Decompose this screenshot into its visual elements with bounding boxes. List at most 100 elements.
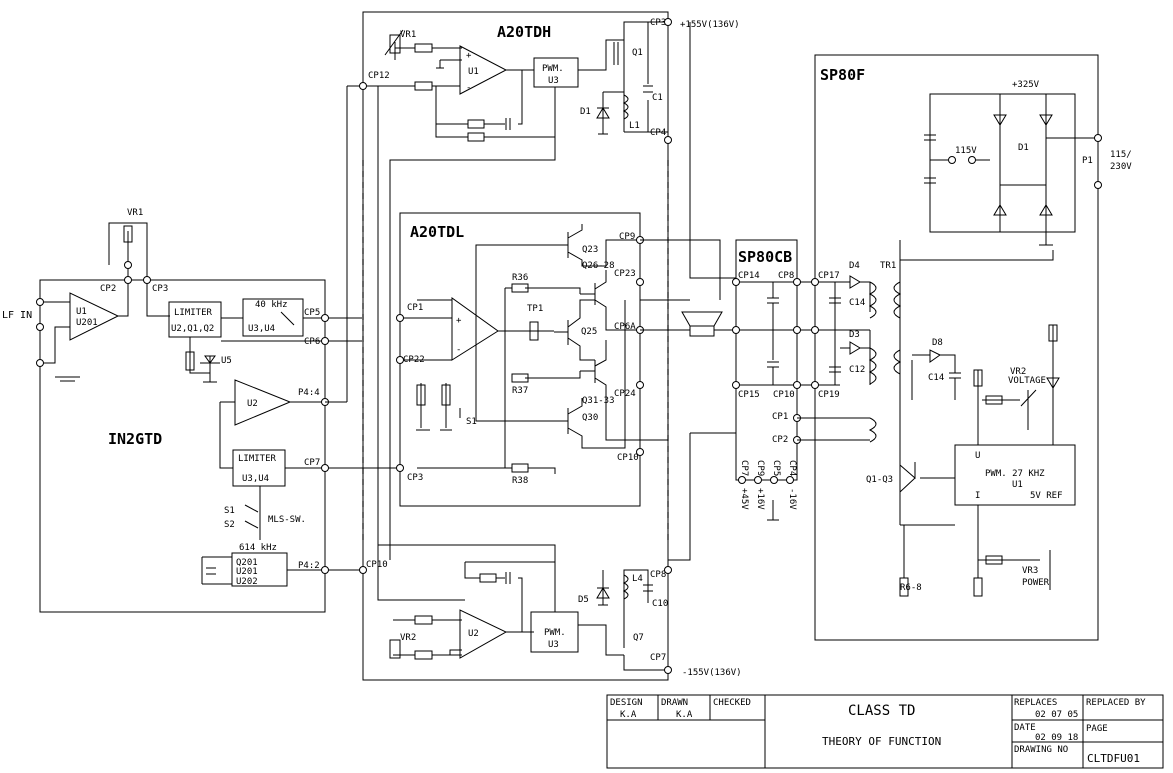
limiter-1-parts: U2,Q1,Q2: [171, 324, 214, 334]
in2gtd-block: IN2GTD LF IN U1 U201 VR1 CP2 CP3 LIMITER…: [2, 208, 400, 613]
sp80f-cp17-terminal: [811, 278, 819, 286]
sp80cb-label: SP80CB: [738, 248, 792, 266]
replaces-header: REPLACES: [1014, 698, 1057, 708]
in2gtd-u1-sub-label: U201: [76, 318, 98, 328]
page-header: PAGE: [1086, 724, 1108, 734]
sp80cb-pin-0-v: +45V: [739, 488, 749, 510]
cp2-node: [124, 276, 132, 284]
lower-feedback-resistor: [479, 573, 497, 583]
a20tdl-input-wiring: [399, 299, 461, 431]
lower-vr2-resistor: [414, 650, 433, 660]
a20tdh-q1-label: Q1: [632, 48, 643, 58]
sp80cb-cp10-terminal: [793, 381, 801, 389]
in2gtd-vr1-label: VR1: [127, 208, 143, 218]
a20tdl-cp23-terminal: [636, 278, 644, 286]
a20tdl-input-resistor-2: [441, 384, 451, 406]
lower-cp8-label: CP8: [650, 570, 666, 580]
a20tdh-c1-cap: [643, 85, 653, 93]
sp80f-q1q3-label: Q1-Q3: [866, 475, 893, 485]
in2gtd-p4-2-label: P4:2: [298, 561, 320, 571]
sp80f-cp17-label: CP17: [818, 271, 840, 281]
sp80f-node: [811, 326, 819, 334]
sp80cb-cp10-label: CP10: [773, 390, 795, 400]
lower-vr2-label: VR2: [400, 633, 416, 643]
drawing-subtitle: THEORY OF FUNCTION: [822, 735, 941, 748]
sp80cb-ground: [767, 500, 779, 521]
title-block-grid: [607, 695, 1163, 768]
minus-sign: -: [456, 345, 461, 355]
date-value: 02 09 18: [1035, 733, 1078, 743]
drawing-title: CLASS TD: [848, 703, 915, 719]
in2gtd-outline: [39, 279, 326, 613]
a20tdh-dashed-sides: [362, 160, 669, 540]
a20tdh-vr1-pot: [389, 34, 401, 54]
title-block: DESIGN K.A DRAWN K.A CHECKED CLASS TD TH…: [606, 694, 1164, 769]
switch-115v-left: [948, 156, 956, 164]
a20tdl-cp3-label: CP3: [407, 473, 423, 483]
xtal-line-1: Q201: [236, 558, 258, 568]
replaces-value: 02 07 05: [1035, 710, 1078, 720]
sp80f-d4-label: D4: [849, 261, 860, 271]
sp80f-d3-label: D3: [849, 330, 860, 340]
a20tdh-block: A20TDH VR1 CP12 U1 + - PWM. U3 Q1 C1 D1 …: [347, 11, 740, 681]
power-resistor: [973, 577, 983, 597]
lower-u2-opamp: [459, 609, 508, 659]
a20tdl-cp1-label: CP1: [407, 303, 423, 313]
lower-cp8-terminal: [664, 566, 672, 574]
sp80cb-node: [732, 326, 740, 334]
a20tdh-label: A20TDH: [497, 23, 551, 41]
in2gtd-u2-label: U2: [247, 399, 258, 409]
sp80f-115v-label: 115V: [955, 146, 977, 156]
sp80f-vr3-label: VR3: [1022, 566, 1038, 576]
date-header: DATE: [1014, 723, 1036, 733]
a20tdl-label: A20TDL: [410, 223, 464, 241]
sp80f-p1-label: P1: [1082, 156, 1093, 166]
a20tdh-cp3-terminal: [664, 18, 672, 26]
a20tdh-cp4-label: CP4: [650, 128, 666, 138]
lower-q7-label: Q7: [633, 633, 644, 643]
lower-pwm-sub: U3: [548, 640, 559, 650]
lower-vr2-pot: [389, 639, 401, 659]
pwm-i-label: I: [975, 491, 980, 501]
a20tdl-r36: [511, 283, 529, 293]
sp80cb-cp1-label: CP1: [772, 412, 788, 422]
a20tdh-feedback-resistor-2: [467, 132, 485, 142]
sp80f-d8-label: D8: [932, 338, 943, 348]
a20tdl-outline: [399, 212, 641, 507]
in2gtd-node: [124, 261, 132, 269]
in2gtd-cp6-label: CP6: [304, 337, 320, 347]
limiter-1-title: LIMITER: [174, 308, 213, 318]
mls-switch-label: MLS-SW.: [268, 515, 306, 525]
drawn-value: K.A: [676, 710, 693, 720]
sp80f-power-label: POWER: [1022, 578, 1050, 588]
drawing-no-header: DRAWING NO: [1014, 745, 1068, 755]
sp80cb-node: [793, 326, 801, 334]
aux-resistor-2: [1048, 324, 1058, 342]
a20tdh-u1-opamp: [459, 45, 508, 95]
lower-l4-label: L4: [632, 574, 643, 584]
speaker-wiring: [640, 22, 736, 561]
sp80cb-cp15-terminal: [732, 381, 740, 389]
limiter-1-box: [168, 301, 222, 338]
a20tdl-cp22-terminal: [396, 356, 404, 364]
switch-s1-label: S1: [224, 506, 235, 516]
in2gtd-u1-opamp-symbol: [69, 292, 120, 341]
mains-label-1: 115/: [1110, 150, 1132, 160]
lower-feedback-cap: [505, 572, 511, 584]
a20tdl-r37: [511, 373, 529, 383]
design-value: K.A: [620, 710, 637, 720]
xtal-614khz-title: 614 kHz: [239, 543, 277, 553]
in2gtd-label: IN2GTD: [108, 430, 162, 448]
a20tdl-block: A20TDL CP9 Q23 Q26-28 R36 CP23 TP1 Q25 C…: [396, 212, 690, 507]
rectifier-diodes: [993, 114, 1053, 216]
sp80cb-cp15-label: CP15: [738, 390, 760, 400]
rectifier-caps: [924, 134, 936, 184]
sp80f-325v-label: +325V: [1012, 80, 1040, 90]
u5-resistor: [185, 351, 195, 371]
in2gtd-cp7-label: CP7: [304, 458, 320, 468]
a20tdl-r37-label: R37: [512, 386, 528, 396]
a20tdl-r38-label: R38: [512, 476, 528, 486]
a20tdh-pwm-box: [533, 57, 579, 88]
a20tdl-cp1-terminal: [396, 314, 404, 322]
